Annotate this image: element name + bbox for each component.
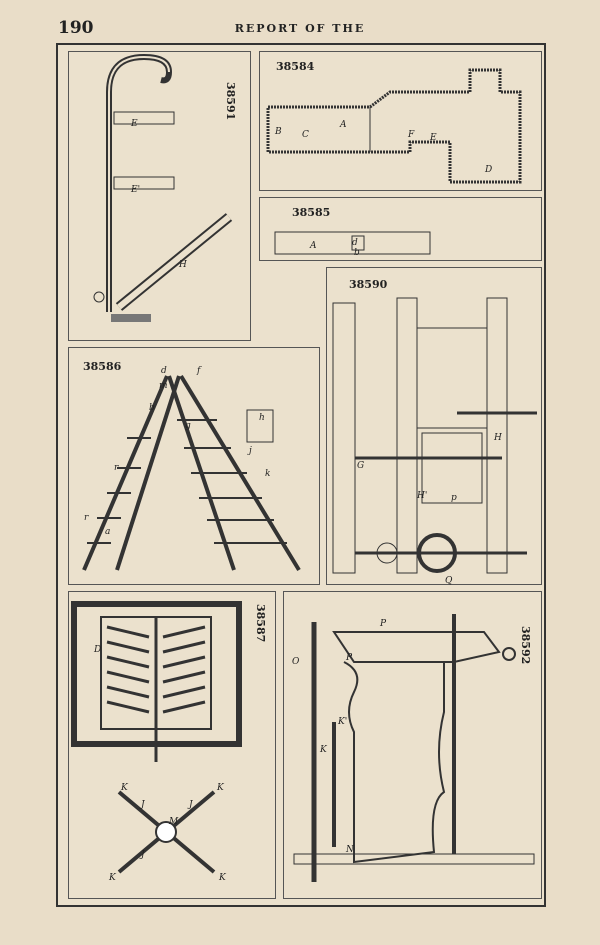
svg-text:a: a [105, 527, 110, 537]
figure-number: 38584 [276, 60, 315, 73]
figure-number: 38590 [349, 278, 388, 291]
mold-drawing: B C A F E D [266, 68, 522, 184]
ladder-hook-drawing: E E' H [93, 53, 233, 322]
svg-text:Q: Q [445, 576, 453, 586]
figure-38591: 38591 E E' H [68, 51, 251, 341]
press-machine-drawing: G H H' p Q [332, 297, 537, 586]
svg-text:g: g [185, 421, 191, 431]
svg-text:f: f [196, 366, 202, 376]
svg-text:H': H' [416, 491, 427, 501]
svg-text:m: m [159, 381, 168, 391]
svg-text:d: d [352, 238, 358, 248]
figure-38590: 38590 G H H' p Q [326, 267, 542, 586]
svg-text:j: j [247, 446, 252, 456]
sifter-drawing: D K K K K J J J M [71, 601, 242, 883]
running-title: REPORT OF THE [234, 22, 366, 35]
svg-text:K: K [108, 873, 117, 883]
sewing-machine-drawing: P O K' K P N [292, 614, 535, 882]
svg-text:A: A [339, 120, 347, 130]
figure-38585: 38585 A d b [259, 197, 542, 261]
svg-text:K: K [120, 783, 129, 793]
svg-text:b: b [149, 403, 155, 413]
svg-text:K': K' [337, 717, 347, 727]
svg-text:h: h [259, 413, 265, 423]
svg-text:P: P [345, 653, 353, 663]
svg-text:G: G [357, 461, 364, 471]
svg-text:F: F [407, 130, 415, 140]
svg-text:J: J [139, 850, 146, 860]
svg-text:N: N [345, 845, 355, 855]
figure-38592: 38592 P O K' K P N [283, 591, 542, 899]
svg-text:b: b [354, 248, 360, 258]
figure-number: 38586 [83, 360, 122, 373]
svg-text:K: K [216, 783, 225, 793]
figure-38587: 38587 D K K K K J J [68, 591, 276, 899]
svg-text:H: H [493, 433, 502, 443]
svg-text:k: k [265, 469, 270, 479]
svg-text:M: M [168, 817, 179, 827]
svg-text:r: r [114, 463, 119, 473]
svg-text:D: D [484, 165, 492, 175]
figure-number: 38585 [292, 206, 331, 219]
svg-text:E: E [130, 119, 138, 129]
svg-text:p: p [451, 493, 457, 503]
step-ladder-drawing: d f m b g h j k r r a [82, 366, 301, 572]
svg-text:J: J [187, 800, 194, 810]
svg-text:A: A [309, 241, 317, 251]
svg-text:O: O [292, 657, 300, 667]
joint-drawing: A d b [274, 231, 431, 258]
svg-text:E': E' [130, 185, 140, 195]
svg-text:P: P [379, 619, 387, 629]
figure-38586: 38586 d f m b g [68, 347, 320, 585]
svg-text:E: E [429, 133, 437, 143]
svg-text:B: B [274, 127, 282, 137]
page-number: 190 [58, 18, 94, 38]
patent-plate: 38591 E E' H 38584 B C A F E D [56, 43, 546, 907]
svg-text:D: D [93, 645, 101, 655]
svg-text:C: C [302, 130, 309, 140]
svg-text:r: r [84, 513, 89, 523]
svg-text:d: d [161, 366, 167, 376]
svg-text:K: K [218, 873, 227, 883]
svg-text:H: H [178, 260, 187, 270]
svg-text:J: J [139, 800, 146, 810]
svg-text:K: K [319, 745, 328, 755]
figure-38584: 38584 B C A F E D [259, 51, 542, 191]
